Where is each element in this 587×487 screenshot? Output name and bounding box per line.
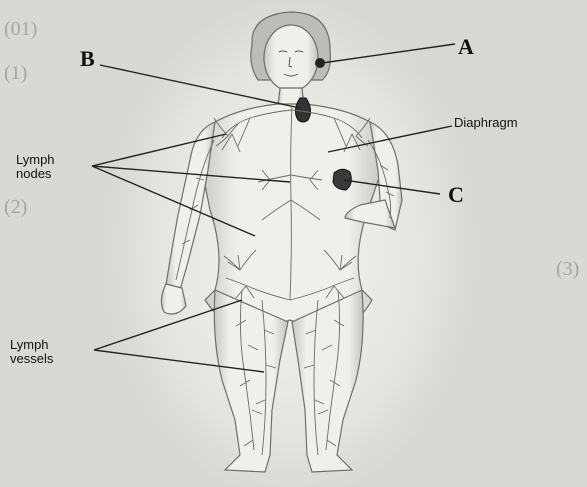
head-shape [264,25,318,91]
label-b: B [80,48,95,70]
label-lymph-vessels: Lymph vessels [10,338,53,366]
label-c: C [448,184,464,206]
label-a: A [458,36,474,58]
right-hand-shape [161,284,186,314]
label-diaphragm: Diaphragm [454,116,518,130]
label-lymph-nodes: Lymph nodes [16,153,55,181]
thymus-organ [295,98,310,122]
spleen-organ [333,169,351,190]
